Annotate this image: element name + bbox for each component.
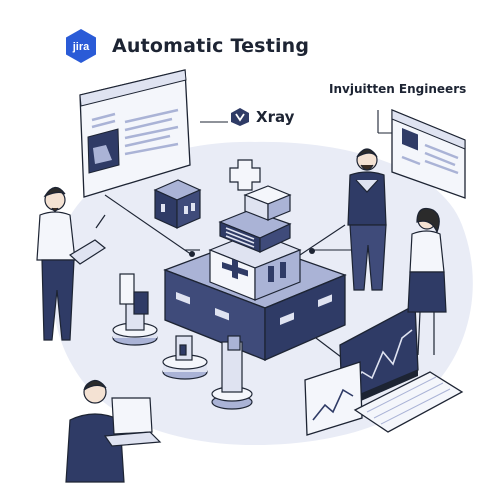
engineers-label: Invjuitten Engineers <box>329 82 467 96</box>
person-bottom-laptop <box>65 379 162 483</box>
header: jira Automatic Testing <box>62 27 309 65</box>
jira-logo-text: jira <box>72 41 90 53</box>
left-pedestals <box>112 273 253 410</box>
keyboard <box>353 371 464 433</box>
right-browser-window <box>391 109 466 199</box>
connector-dot <box>309 248 315 254</box>
left-browser-window <box>79 69 191 198</box>
connector-dot <box>189 251 195 257</box>
jira-logo-icon: jira <box>66 29 96 63</box>
left-cube <box>153 179 202 229</box>
xray-label: Xray <box>256 108 295 126</box>
connector-lines <box>104 110 400 361</box>
page-title: Automatic Testing <box>112 35 310 57</box>
xray-logo-icon <box>231 108 249 126</box>
small-chart-window <box>304 361 363 436</box>
xray-label-group: Xray <box>230 107 294 127</box>
person-woman <box>407 207 447 356</box>
person-left-laptop <box>36 186 107 341</box>
person-standing-man <box>347 148 387 291</box>
